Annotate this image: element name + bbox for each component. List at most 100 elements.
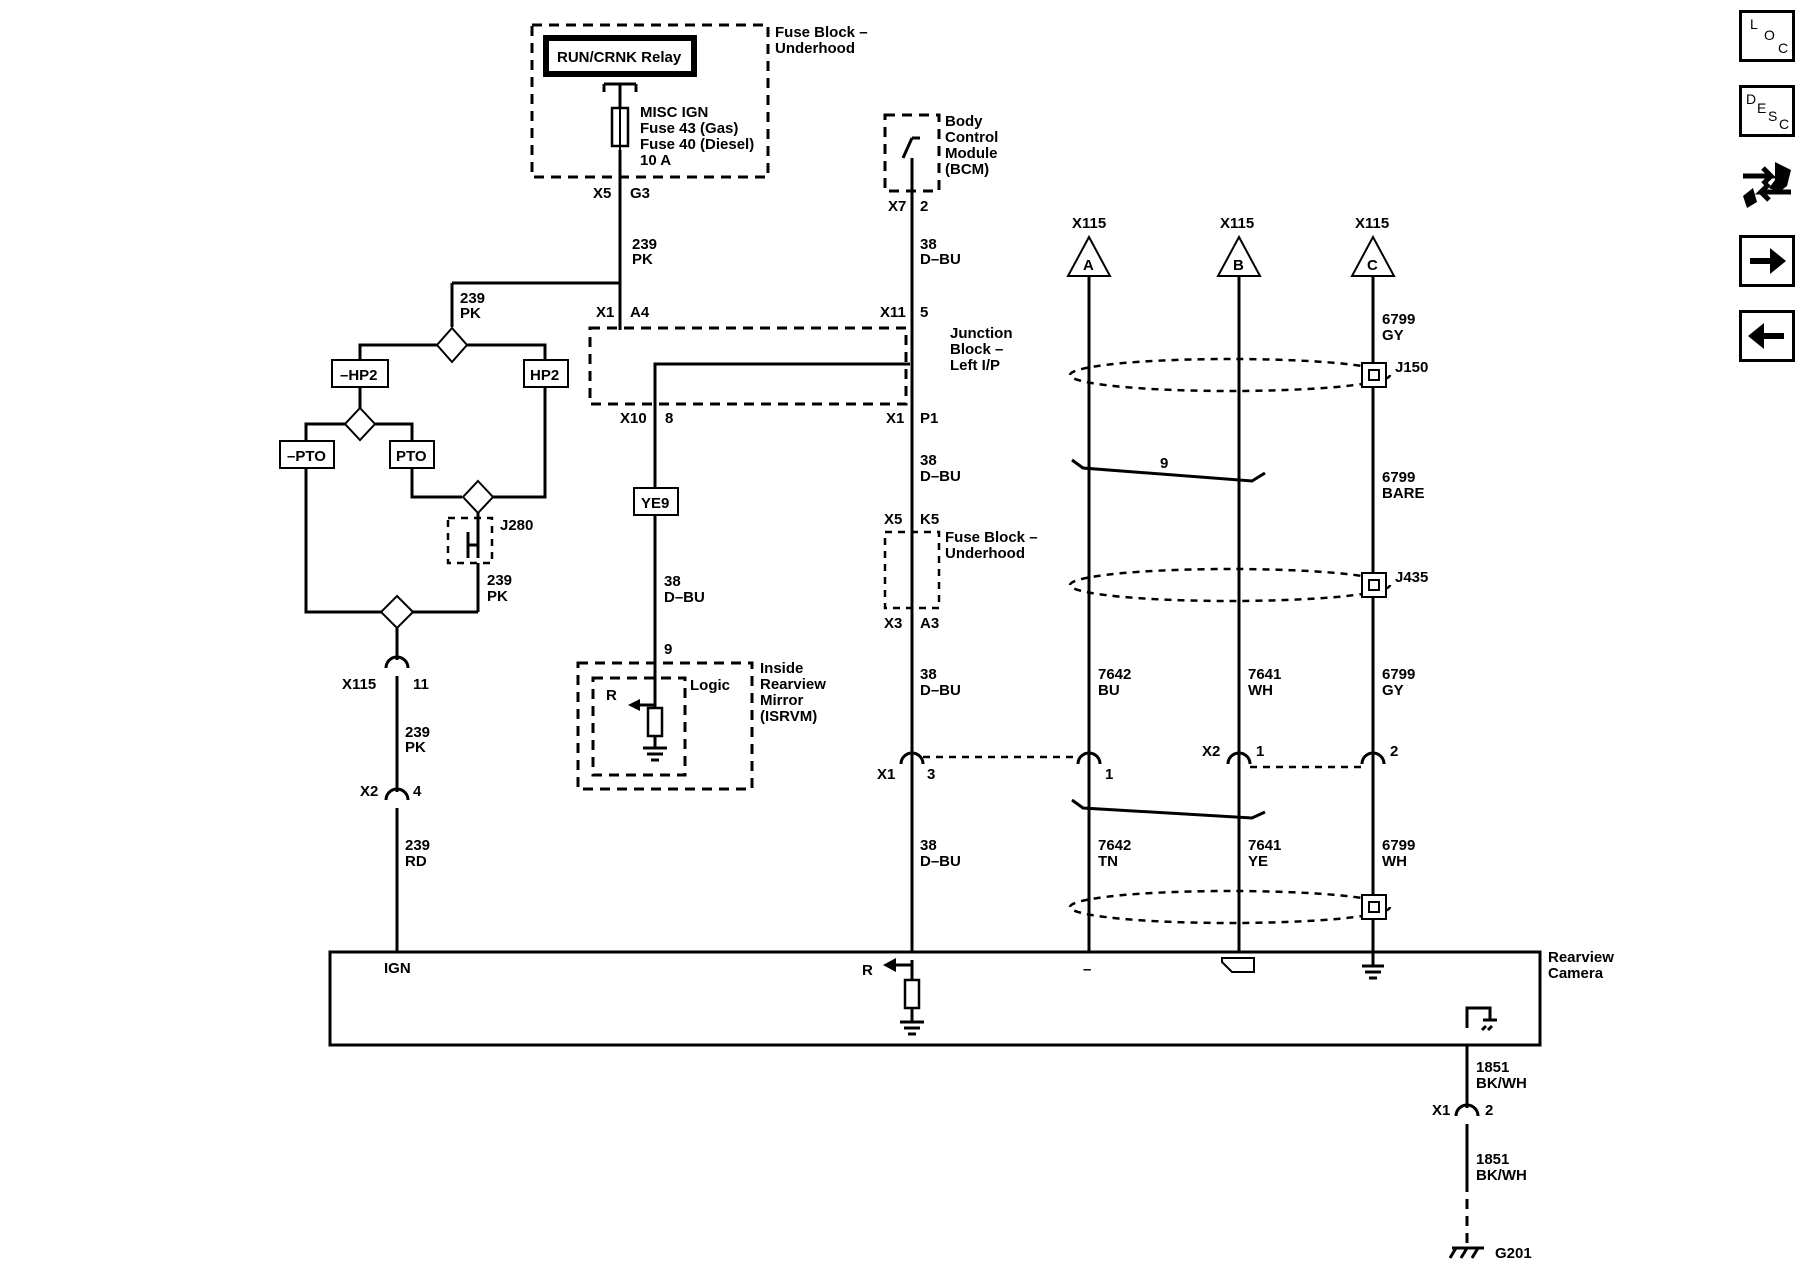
schematic-label: X1 <box>1432 1102 1450 1119</box>
schematic-label: P1 <box>920 410 938 427</box>
fuse-label-2: Fuse 43 (Gas) <box>640 120 738 137</box>
fuse-label-4: 10 A <box>640 152 671 169</box>
schematic-label: 6799 <box>1382 666 1415 683</box>
schematic-label: R <box>606 687 617 704</box>
schematic-label: 11 <box>413 676 429 693</box>
fuse-block-top-label: Fuse Block –Underhood <box>775 24 868 57</box>
schematic-label: 6799 <box>1382 837 1415 854</box>
schematic-label: X115 <box>1072 215 1106 232</box>
schematic-label: C <box>1367 257 1378 274</box>
schematic-label: PK <box>460 305 481 322</box>
schematic-label: 239 <box>405 724 430 741</box>
schematic-label: 1851 <box>1476 1059 1509 1076</box>
loc-icon: L O C <box>1750 16 1788 56</box>
schematic-label: YE <box>1248 853 1268 870</box>
connector-j280 <box>446 516 494 565</box>
arrow-right-icon <box>1750 248 1786 274</box>
schematic-label: K5 <box>920 511 939 528</box>
conn-x5-top: X5 <box>593 185 611 202</box>
schematic-label: 38 <box>920 236 937 253</box>
schematic-label: 7642 <box>1098 666 1131 683</box>
schematic-label: 7641 <box>1248 837 1281 854</box>
connector-x2-4 <box>384 787 410 801</box>
schematic-label: PK <box>632 251 653 268</box>
schematic-label: X1 <box>877 766 895 783</box>
schematic-label: X115 <box>342 676 376 693</box>
schematic-label: GY <box>1382 682 1404 699</box>
schematic-label: PK <box>405 739 426 756</box>
schematic-label: 6799 <box>1382 311 1415 328</box>
next-button[interactable] <box>1739 235 1795 287</box>
splice-j150 <box>1361 362 1387 388</box>
ground-g201-icon <box>1448 1246 1484 1259</box>
pin-ign: IGN <box>384 960 411 977</box>
schematic-label: 239 <box>405 837 430 854</box>
connector-x115-11 <box>384 655 410 669</box>
schematic-label: BU <box>1098 682 1120 699</box>
option-neg-hp2 <box>331 359 389 388</box>
schematic-label: X1 <box>886 410 904 427</box>
schematic-label: 2 <box>1485 1102 1493 1119</box>
location-button[interactable]: L O C <box>1739 10 1795 62</box>
pin-r: R <box>862 962 873 979</box>
schematic-label: D–BU <box>920 682 961 699</box>
splice-diamond-3 <box>461 479 495 515</box>
shield-j435 <box>1068 567 1392 603</box>
schematic-label: 239 <box>632 236 657 253</box>
schematic-label: 2 <box>920 198 928 215</box>
fuse-block-underhood-mid <box>883 530 941 610</box>
pin-a4: A4 <box>630 304 650 321</box>
schematic-label: TN <box>1098 853 1118 870</box>
splice-diamond-4 <box>379 594 415 630</box>
schematic-label: GY <box>1382 327 1404 344</box>
inside-rearview-mirror <box>576 661 754 791</box>
connector-swap-icon <box>1743 162 1791 208</box>
schematic-label: 1 <box>1256 743 1264 760</box>
schematic-label: X115 <box>1355 215 1389 232</box>
schematic-label: 7642 <box>1098 837 1131 854</box>
schematic-label: X5 <box>884 511 902 528</box>
schematic-label: BARE <box>1382 485 1425 502</box>
mirror-resistor <box>646 706 664 738</box>
schematic-label: X115 <box>1220 215 1254 232</box>
schematic-label: BK/WH <box>1476 1075 1527 1092</box>
connector-x1-1 <box>1076 751 1102 765</box>
schematic-label: – <box>1083 961 1091 978</box>
schematic-label: D–BU <box>664 589 705 606</box>
fuse-block-underhood-top <box>530 23 770 179</box>
schematic-label: 38 <box>920 666 937 683</box>
schematic-label: WH <box>1248 682 1273 699</box>
rearview-camera <box>328 950 1542 1047</box>
schematic-label: D–BU <box>920 468 961 485</box>
schematic-label: YE9 <box>641 495 669 512</box>
fuse-block-mid-label: Fuse Block –Underhood <box>945 529 1038 562</box>
twisted-pair-marker-1 <box>1071 458 1266 483</box>
schematic-label: 6799 <box>1382 469 1415 486</box>
schematic-label: Logic <box>690 677 730 694</box>
svg-text:E: E <box>1757 100 1766 116</box>
camera-chassis-ground-icon <box>1465 1006 1497 1032</box>
camera-video-icon <box>1221 957 1255 973</box>
schematic-label: J150 <box>1395 359 1428 376</box>
camera-signal-ground-icon <box>1362 952 1384 980</box>
svg-text:S: S <box>1768 108 1777 124</box>
relay-contact <box>602 82 638 98</box>
schematic-label: 5 <box>920 304 928 321</box>
connector-x1-3 <box>899 751 925 765</box>
camera-resistor <box>903 978 921 1010</box>
schematic-label: BK/WH <box>1476 1167 1527 1184</box>
schematic-label: HP2 <box>530 367 559 384</box>
schematic-label: 1 <box>1105 766 1113 783</box>
schematic-label: D–BU <box>920 853 961 870</box>
arrow-left-icon <box>1748 323 1784 349</box>
connector-view-button[interactable] <box>1739 158 1795 210</box>
schematic-label: 38 <box>664 573 681 590</box>
schematic-label: 9 <box>664 641 672 658</box>
description-button[interactable]: D E S C <box>1739 85 1795 137</box>
previous-button[interactable] <box>1739 310 1795 362</box>
schematic-label: X3 <box>884 615 902 632</box>
splice-diamond-1 <box>435 326 469 364</box>
schematic-label: 4 <box>413 783 422 800</box>
